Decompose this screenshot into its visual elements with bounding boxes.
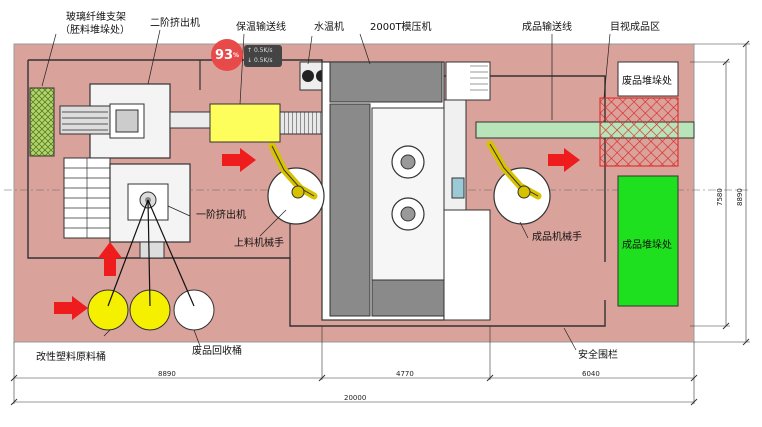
dim-right-inner: 7580 [716,188,724,206]
loading-robot-shape [267,142,325,225]
label-product-robot: 成品机械手 [532,232,582,243]
dim-bottom-right: 6040 [582,370,600,378]
waste-recycle-bucket [173,289,215,331]
label-first-stage-extruder: 一阶挤出机 [196,210,246,221]
dim-bottom-mid: 4770 [396,370,414,378]
waste-stack-box [617,61,679,97]
down-rate: 0.5K/s [253,57,273,64]
up-rate-row: ↑ 0.5K/s [247,47,273,54]
percent-badge[interactable]: 93% [211,39,243,71]
percent-value: 93 [214,47,234,63]
label-visual-product-zone: 目视成品区 [610,22,660,33]
network-speed-widget: ↑ 0.5K/s ↓ 0.5K/s [244,45,282,67]
label-waste-recycle-bucket: 废品回收桶 [192,346,242,357]
up-rate: 0.5K/s [253,47,273,54]
glass-fiber-rack [29,87,55,157]
insulation-conveyor [209,103,281,143]
label-glass-fiber-rack-sub: （胚料堆垛处） [60,25,130,36]
dim-total-width: 20000 [344,394,367,402]
product-robot-shape [486,140,551,225]
percent-unit: % [233,51,240,59]
label-loading-robot: 上料机械手 [234,238,284,249]
label-insulation-conveyor: 保温输送线 [236,22,286,33]
label-second-stage-extruder: 二阶挤出机 [150,18,200,29]
label-press-2000t: 2000T模压机 [370,22,432,33]
modified-plastic-bucket-1 [87,289,129,331]
label-safety-fence: 安全围栏 [578,350,618,361]
label-glass-fiber-rack: 玻璃纤维支架 [66,12,126,23]
product-stack-area [617,175,679,307]
dim-right-outer: 8890 [736,188,744,206]
label-modified-plastic-bucket: 改性塑料原料桶 [36,352,106,363]
down-rate-row: ↓ 0.5K/s [247,57,273,64]
dim-bottom-left: 8890 [158,370,176,378]
flow-arrows [54,148,580,320]
label-product-stack-area: 成品堆垛处 [622,240,672,251]
label-waste-stack-area: 废品堆垛处 [622,76,672,87]
label-water-heater: 水温机 [314,22,344,33]
label-product-conveyor: 成品输送线 [522,22,572,33]
